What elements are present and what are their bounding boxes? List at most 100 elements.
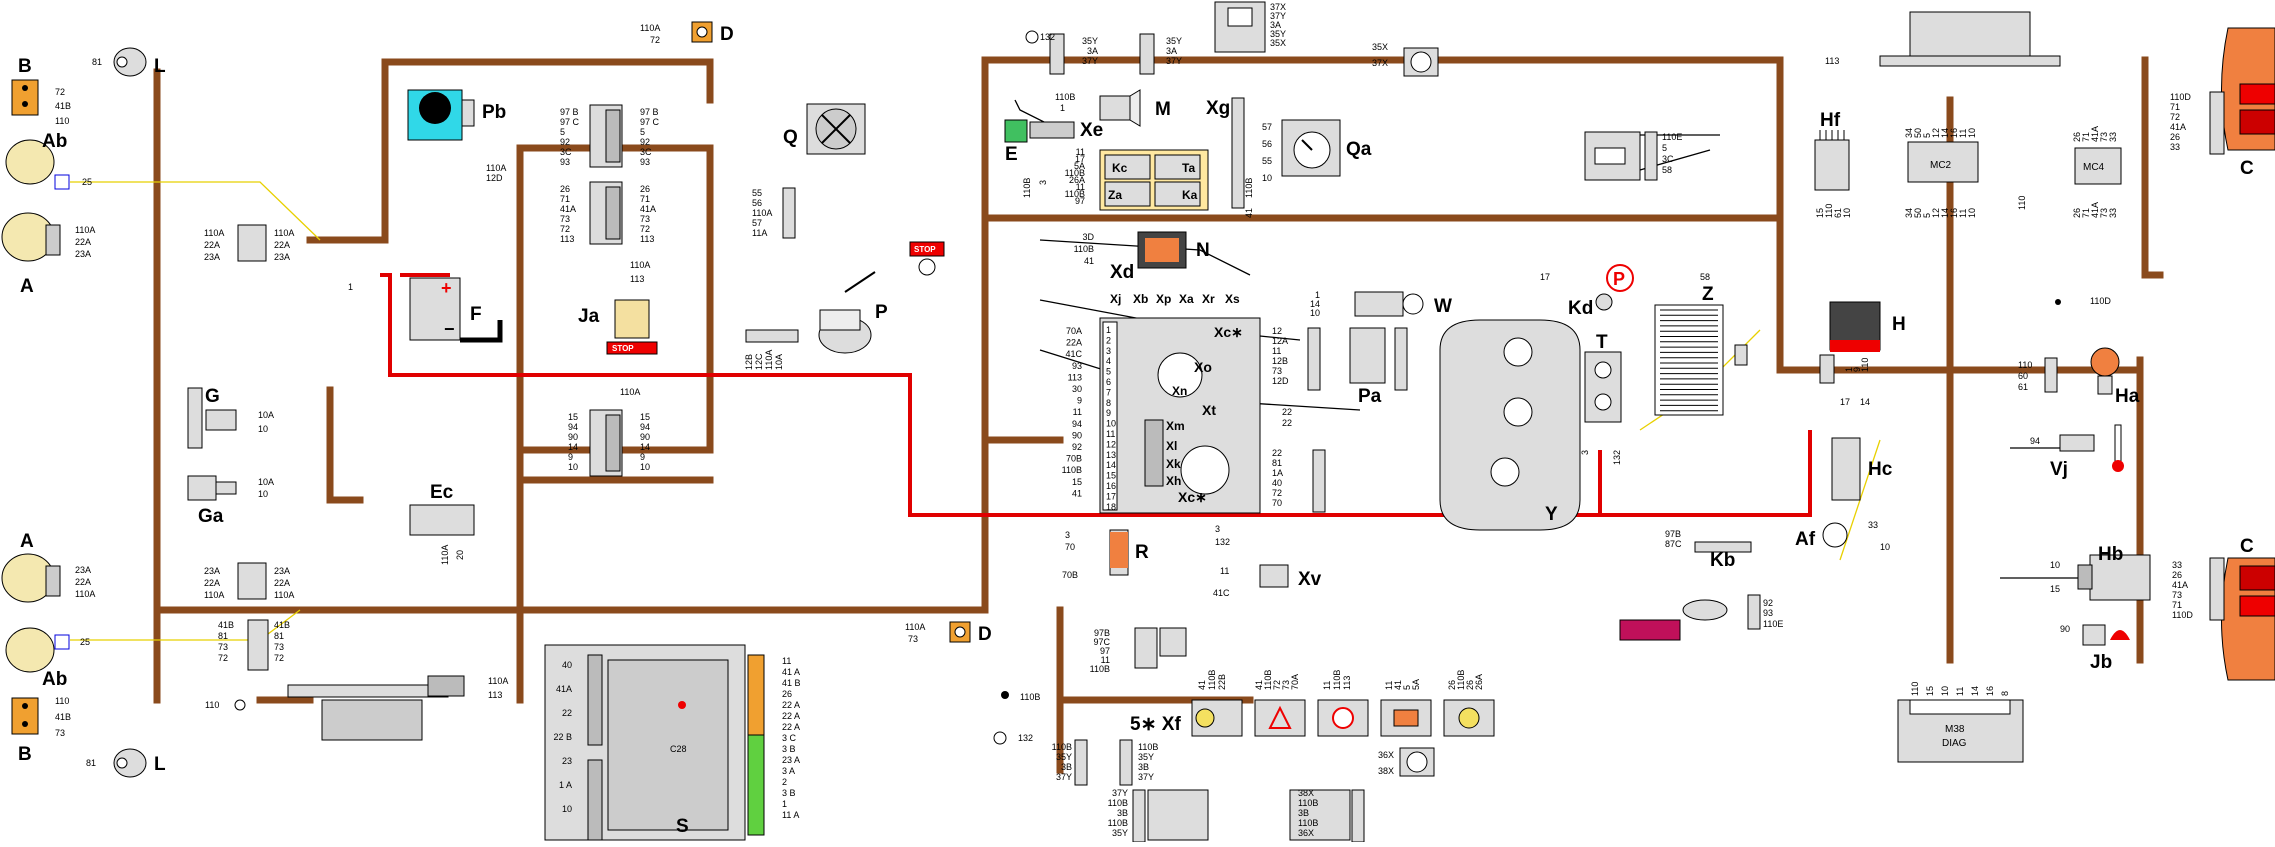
wire-label-Dbot-1: 110A	[905, 622, 925, 632]
wire-label-w_MC2-0: 34	[1904, 128, 1914, 138]
wire-label-w_conn3_l-4: 9	[568, 452, 573, 462]
wire-label-w_Xg-0: 110B	[1244, 178, 1254, 198]
wire-label-w_MC4-2: 41A	[2090, 126, 2100, 142]
wire-label-w_Xc_nums-1: 2	[1106, 335, 1111, 345]
wire-label-w_conn2_r-0: 26	[640, 184, 650, 194]
wire-label-w_bot_relay2-1: 38X	[1378, 766, 1394, 776]
wire-label-w_conn3_r-1: 94	[640, 422, 650, 432]
wire-label-w_C_top-4: 26	[2170, 132, 2180, 142]
wire-label-w_bot_relay_r-0: 110B	[1138, 742, 1158, 752]
wire-label-w_Xf5-2: 26	[1465, 680, 1475, 690]
wire-label-w_M38-5: 16	[1985, 686, 1995, 696]
switch-block	[1584, 131, 1658, 181]
wire-label-w_sw-0: 110E	[1662, 132, 1682, 142]
stop-light: STOP	[909, 241, 945, 276]
wire-label-w_MC4-4: 33	[2108, 208, 2118, 218]
label-B-bot: B	[18, 744, 32, 765]
label-C28: C28	[670, 744, 687, 754]
wire-label-w_Xc_l-7: 11	[1073, 407, 1082, 417]
wire-label-w_C_bot-0: 33	[2172, 560, 2182, 570]
wire-label-w_junc2_l-0: 41B	[218, 620, 234, 630]
relay-bot-labels: 110B35Y3B37Y110B35Y3B37Y36X38X37Y110B3B1…	[1052, 742, 1394, 838]
component-W: W	[1354, 291, 1452, 317]
wire-label-w_Y_l-4: 72	[1272, 488, 1282, 498]
wire-label-w_bot_relay3_r-4: 36X	[1298, 828, 1314, 838]
label-L-bot: L	[154, 754, 166, 775]
wire-label-w_bot_relay_r-1: 35Y	[1138, 752, 1154, 762]
label-Xf: 5∗ Xf	[1130, 714, 1181, 735]
label-L-top: L	[154, 56, 166, 77]
wire-label-Af-2: 10	[1880, 542, 1890, 552]
wire-label-w_relay_top-1: 37Y	[1270, 11, 1286, 21]
wire-label-w_MC2-6: 11	[1958, 129, 1968, 138]
wire-label-58: 58	[1700, 272, 1710, 282]
wire-label-w_Xc_l-13: 15	[1072, 477, 1082, 487]
component-Hf: Hf	[1814, 110, 1850, 191]
label-Xr: Xr	[1202, 292, 1215, 306]
label-Pb: Pb	[482, 102, 506, 123]
wire-label-w_relay_top-4: 35X	[1270, 38, 1286, 48]
wire-label-w_top_relay_r-2: 37Y	[1166, 56, 1182, 66]
component-Jb: Jb 90	[2060, 624, 2130, 673]
label-Ec: Ec	[430, 482, 454, 503]
wire-label-w_relay_top-3: 35Y	[1270, 29, 1286, 39]
wire-label-B-top-1: 72	[55, 87, 65, 97]
wire-label-w_top_relay_r-0: 35Y	[1166, 36, 1182, 46]
label-T: T	[1596, 332, 1608, 353]
wire-label-w_bot_relay3_l-2: 3B	[1117, 808, 1128, 818]
wire-label-w_C_bot-3: 73	[2172, 590, 2182, 600]
label-MC2: MC2	[1930, 160, 1952, 171]
wire-label-w_Y_l-0: 22	[1272, 448, 1282, 458]
wire-label-w_Ha-2: 61	[2018, 382, 2028, 392]
label-Xd: Xd	[1110, 262, 1134, 283]
wire-label-E-2: 3	[1038, 180, 1048, 185]
label-B-top: B	[18, 56, 32, 77]
wire-label-w_K-3: 110B	[1065, 168, 1085, 178]
wire-label-F: 1	[348, 282, 353, 292]
component-Hc: Hc 17 14	[1831, 397, 1893, 501]
wire-label-w_conn3_r-4: 9	[640, 452, 645, 462]
wire-label-w_Xf2-3: 73	[1281, 680, 1291, 690]
wire-label-B-bot-2: 41B	[55, 712, 71, 722]
wire-label-w_K-0: 11	[1076, 147, 1085, 157]
label-Za: Za	[1108, 188, 1122, 202]
label-A-bot: A	[20, 531, 34, 552]
wire-label-w_S_r-5: 22 A	[782, 711, 800, 721]
wire-label-R-3: 70B	[1062, 570, 1078, 580]
label-Xm: Xm	[1166, 419, 1185, 433]
component-Ja: STOP Ja 110A 113	[578, 260, 658, 355]
wire-label-w_conn2_r-3: 73	[640, 214, 650, 224]
wire-label-w_Xf_top-2: 97	[1100, 646, 1110, 656]
wire-label-w_Xc_nums-15: 16	[1106, 481, 1116, 491]
wire-label-w_top_relay_l-1: 3A	[1087, 46, 1098, 56]
wire-label-w_MC2-1: 50	[1913, 208, 1923, 218]
wire-label-w_Xf2-4: 70A	[1290, 674, 1300, 690]
wire-label-w_sw-2: 3C	[1662, 154, 1674, 164]
wire-label-w_C_bot-5: 110D	[2172, 610, 2193, 620]
label-Jb: Jb	[2090, 652, 2112, 673]
stop-label-1: STOP	[612, 344, 634, 353]
wire-label-A-top-2: 22A	[75, 237, 91, 247]
label-Hf: Hf	[1820, 110, 1841, 131]
wire-label-w_C_bot-4: 71	[2172, 600, 2182, 610]
component-Af: Af 33 10	[1795, 520, 1890, 552]
wire-label-w_Xf5-1: 110B	[1456, 670, 1466, 690]
component-Xv: Xv 11 41C	[1213, 564, 1322, 598]
wire-label-w_H-2: 110	[1860, 358, 1870, 372]
wire-label-w_bot_relay3_l-1: 110B	[1108, 798, 1128, 808]
wire-label-w_junc2_r-1: 81	[274, 631, 284, 641]
label-MC4: MC4	[2083, 162, 2105, 173]
wire-label-22-1: 22	[1282, 407, 1292, 417]
wire-label-w_Pa_l-2: 11	[1272, 346, 1281, 356]
component-Ha: Ha	[2044, 347, 2140, 407]
wire-label-w_conn1_r-0: 97 B	[640, 107, 659, 117]
wire-label-w_M38-4: 14	[1970, 686, 1980, 696]
